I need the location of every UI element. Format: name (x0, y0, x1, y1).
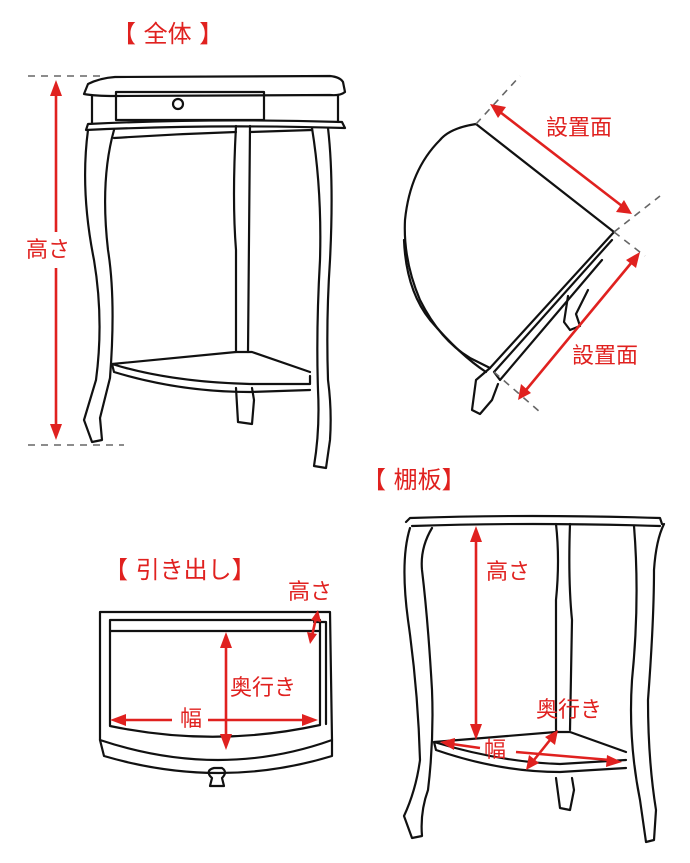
drawer-height-arrow (307, 610, 321, 644)
drawer-width-arrow (110, 714, 318, 726)
shelf-height-label: 高さ (486, 560, 531, 585)
shelf-width-arrow (440, 738, 622, 767)
drawer-depth-label: 奥行き (230, 676, 297, 701)
overall-height-arrow (50, 80, 62, 440)
install-surface-arrow-2 (518, 252, 640, 400)
install-surface-arrow-1 (490, 104, 632, 214)
shelf-width-label: 幅 (484, 738, 507, 763)
drawer-drawing (98, 610, 334, 788)
overall-height-label: 高さ (26, 238, 71, 263)
guide-side-a (613, 231, 646, 257)
drawer-depth-arrow (220, 632, 232, 750)
shelf-drawing (402, 514, 666, 844)
shelf-depth-label: 奥行き (536, 698, 603, 723)
guide-side-b (493, 371, 541, 413)
drawer-width-label: 幅 (180, 707, 203, 732)
table-top-view (402, 122, 616, 416)
drawer-height-label: 高さ (288, 580, 333, 605)
table-front-view (82, 74, 347, 470)
shelf-depth-arrow (526, 730, 558, 770)
guide-top-a (475, 75, 521, 125)
drawer-pull-icon (207, 766, 227, 788)
drawer-knob-icon (171, 97, 185, 111)
guide-top-b (613, 195, 661, 233)
section-title-drawer: 【 引き出し】 (104, 556, 256, 584)
shelf-height-arrow (470, 526, 482, 740)
section-title-shelf: 【 棚板】 (362, 466, 466, 494)
section-title-overall: 【 全体 】 (112, 20, 224, 48)
install-surface-label-top: 設置面 (546, 116, 613, 141)
install-surface-label-side: 設置面 (572, 344, 639, 369)
